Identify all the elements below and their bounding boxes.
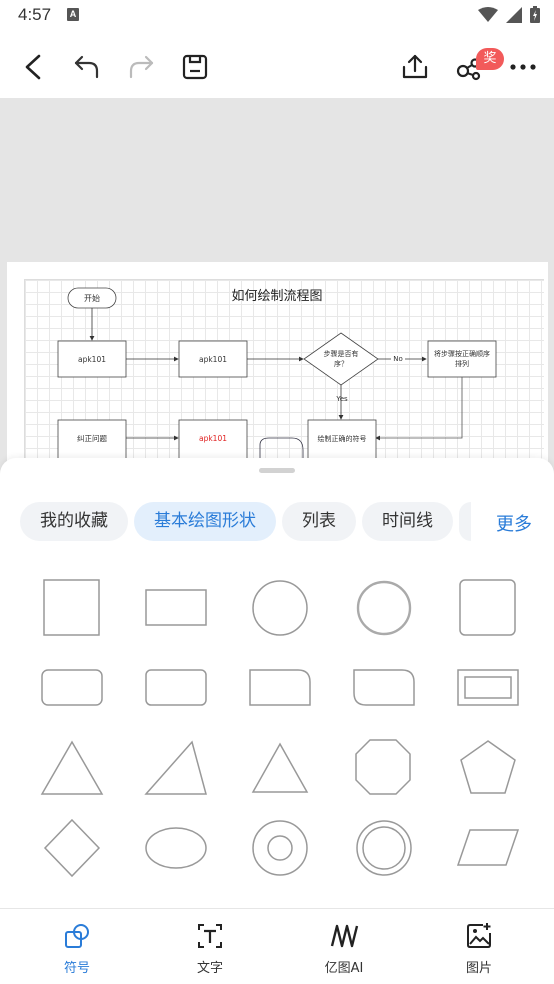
tab-favorites[interactable]: 我的收藏: [20, 502, 128, 541]
process-node-2[interactable]: [178, 340, 248, 378]
nav-text-label: 文字: [196, 961, 223, 976]
shapes-icon: [37, 921, 117, 951]
shape-circle[interactable]: [228, 568, 332, 648]
nav-image-label: 图片: [465, 961, 492, 976]
nav-text[interactable]: 文字: [170, 921, 250, 976]
shape-square[interactable]: [20, 568, 124, 648]
battery-icon: [530, 6, 540, 23]
shape-rounded-rectangle-alt[interactable]: [124, 648, 228, 728]
process-node-1-label: apk101: [78, 355, 106, 364]
shape-corner-rounded-right[interactable]: [228, 648, 332, 728]
decision-node-label: 步骤是否有序？: [324, 349, 359, 368]
shape-diamond[interactable]: [20, 808, 124, 888]
symbol-panel: 我的收藏 基本绘图形状 列表 时间线 更多: [0, 458, 554, 910]
undo-icon[interactable]: [72, 52, 102, 82]
shape-pentagon[interactable]: [436, 728, 540, 808]
notification-icon: A: [67, 8, 79, 21]
sort-node-label: 将步骤按正确顺序排列: [434, 349, 490, 368]
edge-curve: [259, 437, 304, 460]
save-icon[interactable]: [180, 52, 210, 82]
edge-sort-draw: [375, 377, 463, 441]
tab-partial[interactable]: [459, 502, 471, 541]
more-options-icon[interactable]: [508, 52, 538, 82]
nav-ai-label: 亿图AI: [324, 961, 364, 976]
diagram-title[interactable]: 如何绘制流程图: [231, 288, 322, 304]
shape-rounded-square[interactable]: [436, 568, 540, 648]
status-icons: [478, 6, 540, 23]
shape-octagon[interactable]: [332, 728, 436, 808]
toolbar: [0, 32, 554, 98]
start-node-label: 开始: [84, 293, 100, 303]
shape-parallelogram[interactable]: [436, 808, 540, 888]
fix-node[interactable]: [57, 419, 127, 461]
nav-image[interactable]: 图片: [439, 921, 519, 976]
status-bar: 4:57 A: [0, 0, 554, 32]
tab-timeline[interactable]: 时间线: [362, 502, 453, 541]
process-node-1[interactable]: [57, 340, 127, 378]
sort-node[interactable]: [427, 340, 497, 378]
tab-basic-shapes[interactable]: 基本绘图形状: [134, 502, 276, 541]
decision-node[interactable]: [303, 332, 379, 386]
share-icon[interactable]: [400, 52, 430, 82]
edge-label-bg: [391, 353, 405, 363]
edge-label-no: No: [393, 355, 403, 363]
shape-corner-rounded-diagonal[interactable]: [332, 648, 436, 728]
redo-icon[interactable]: [126, 52, 156, 82]
shape-triangle-small[interactable]: [228, 728, 332, 808]
image-icon: [439, 921, 519, 951]
tab-list[interactable]: 列表: [282, 502, 356, 541]
reward-badge[interactable]: 奖: [476, 48, 504, 70]
process-node-3[interactable]: [178, 419, 248, 461]
sheet-drag-handle[interactable]: [259, 468, 295, 473]
wifi-icon: [478, 6, 498, 22]
process-node-2-label: apk101: [199, 355, 227, 364]
ai-icon: [304, 921, 384, 951]
more-categories-button[interactable]: 更多: [496, 514, 532, 535]
shape-circle-soft[interactable]: [332, 568, 436, 648]
shape-ellipse[interactable]: [124, 808, 228, 888]
shape-framed-rectangle[interactable]: [436, 648, 540, 728]
fix-node-label: 纠正问题: [77, 434, 107, 443]
shape-triangle[interactable]: [20, 728, 124, 808]
status-time: 4:57: [18, 5, 52, 24]
shape-ring[interactable]: [228, 808, 332, 888]
canvas-area[interactable]: 如何绘制流程图 开始 apk101 apk101 步骤是否有序？ No 将步骤按…: [0, 98, 554, 478]
diagram-page[interactable]: 如何绘制流程图 开始 apk101 apk101 步骤是否有序？ No 将步骤按…: [7, 262, 548, 478]
signal-icon: [506, 6, 522, 23]
category-tabs: 我的收藏 基本绘图形状 列表 时间线: [20, 502, 471, 542]
shape-rectangle[interactable]: [124, 568, 228, 648]
nav-ai[interactable]: 亿图AI: [304, 921, 384, 976]
text-icon: [170, 921, 250, 951]
shape-double-circle[interactable]: [332, 808, 436, 888]
draw-node-label: 绘制正确的符号: [318, 434, 367, 443]
flowchart[interactable]: 如何绘制流程图 开始 apk101 apk101 步骤是否有序？ No 将步骤按…: [7, 262, 548, 478]
back-icon[interactable]: [18, 52, 48, 82]
nav-symbols-label: 符号: [63, 961, 90, 976]
process-node-3-label: apk101: [199, 434, 227, 443]
nav-symbols[interactable]: 符号: [37, 921, 117, 976]
draw-node[interactable]: [307, 419, 377, 461]
bottom-navigation: 符号 文字 亿图AI 图片: [0, 908, 554, 984]
shape-right-triangle[interactable]: [124, 728, 228, 808]
edge-label-yes: Yes: [335, 395, 348, 403]
shape-rounded-rectangle[interactable]: [20, 648, 124, 728]
